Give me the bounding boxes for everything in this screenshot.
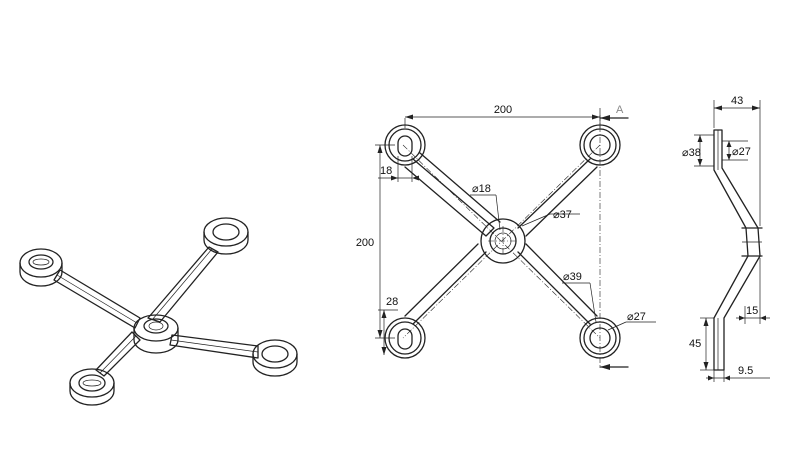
centerline-diagonal-2	[402, 144, 601, 339]
section-mark-label-top: A	[616, 104, 624, 116]
dim-slot-18-label: 18	[380, 165, 392, 177]
dim-height-200: 200	[356, 144, 395, 339]
iso-pad-lower-right	[252, 339, 298, 377]
dim-offset-15: 15	[736, 258, 770, 324]
dim-side-38: ⌀38	[682, 134, 714, 167]
dim-depth-43-label: 43	[731, 95, 743, 107]
dim-offset-15-label: 15	[746, 305, 758, 317]
front-arm-lower-left	[404, 243, 487, 325]
iso-arm-lower-right	[169, 334, 259, 359]
dim-slot-28-label: 28	[386, 296, 398, 308]
dim-depth-43: 43	[713, 95, 761, 226]
leader-bore-18: ⌀18	[470, 183, 501, 231]
dim-width-label: 200	[494, 104, 512, 116]
front-arm-upper-left	[404, 152, 501, 237]
isometric-view	[19, 217, 298, 406]
dim-hole-27-label: ⌀27	[627, 311, 646, 323]
side-body	[713, 129, 761, 371]
leader-hub-37: ⌀37	[521, 209, 580, 227]
front-view: 200 A 200 18	[356, 104, 656, 370]
dim-width-200: 200	[404, 104, 601, 128]
front-arm-lower-right	[517, 243, 598, 325]
iso-arm-upper-right	[147, 246, 219, 323]
dim-slot-18: 18	[378, 156, 419, 182]
dim-pad-39-label: ⌀39	[563, 271, 582, 283]
dim-hub-37-label: ⌀37	[553, 209, 572, 221]
dim-side-38-label: ⌀38	[682, 147, 701, 159]
section-mark-a: A	[599, 104, 629, 370]
dim-pad-45-label: 45	[689, 338, 701, 350]
dim-side-27: ⌀27	[722, 140, 751, 161]
iso-pad-upper-left	[19, 248, 63, 287]
dim-thickness-9-5: 9.5	[706, 365, 770, 382]
dim-height-label: 200	[356, 237, 374, 249]
side-view: 43 ⌀38 ⌀27 15	[682, 95, 770, 382]
iso-hub	[133, 314, 179, 354]
front-arm-upper-right	[517, 158, 598, 237]
iso-arm-upper-left	[53, 269, 141, 329]
leader-hole-27: ⌀27	[607, 311, 656, 331]
dim-thickness-label: 9.5	[738, 365, 753, 377]
leader-pad-39: ⌀39	[562, 271, 597, 323]
dim-pad-45: 45	[689, 317, 714, 371]
front-hub	[480, 218, 526, 264]
iso-pad-lower-left	[69, 368, 115, 406]
iso-arm-lower-left	[95, 331, 141, 377]
dim-side-27-label: ⌀27	[732, 146, 751, 158]
dim-slot-28: 28	[378, 296, 398, 355]
iso-pad-upper-right	[203, 217, 249, 255]
front-pad-lower-right	[579, 317, 621, 359]
dim-bore-18-label: ⌀18	[472, 183, 491, 195]
